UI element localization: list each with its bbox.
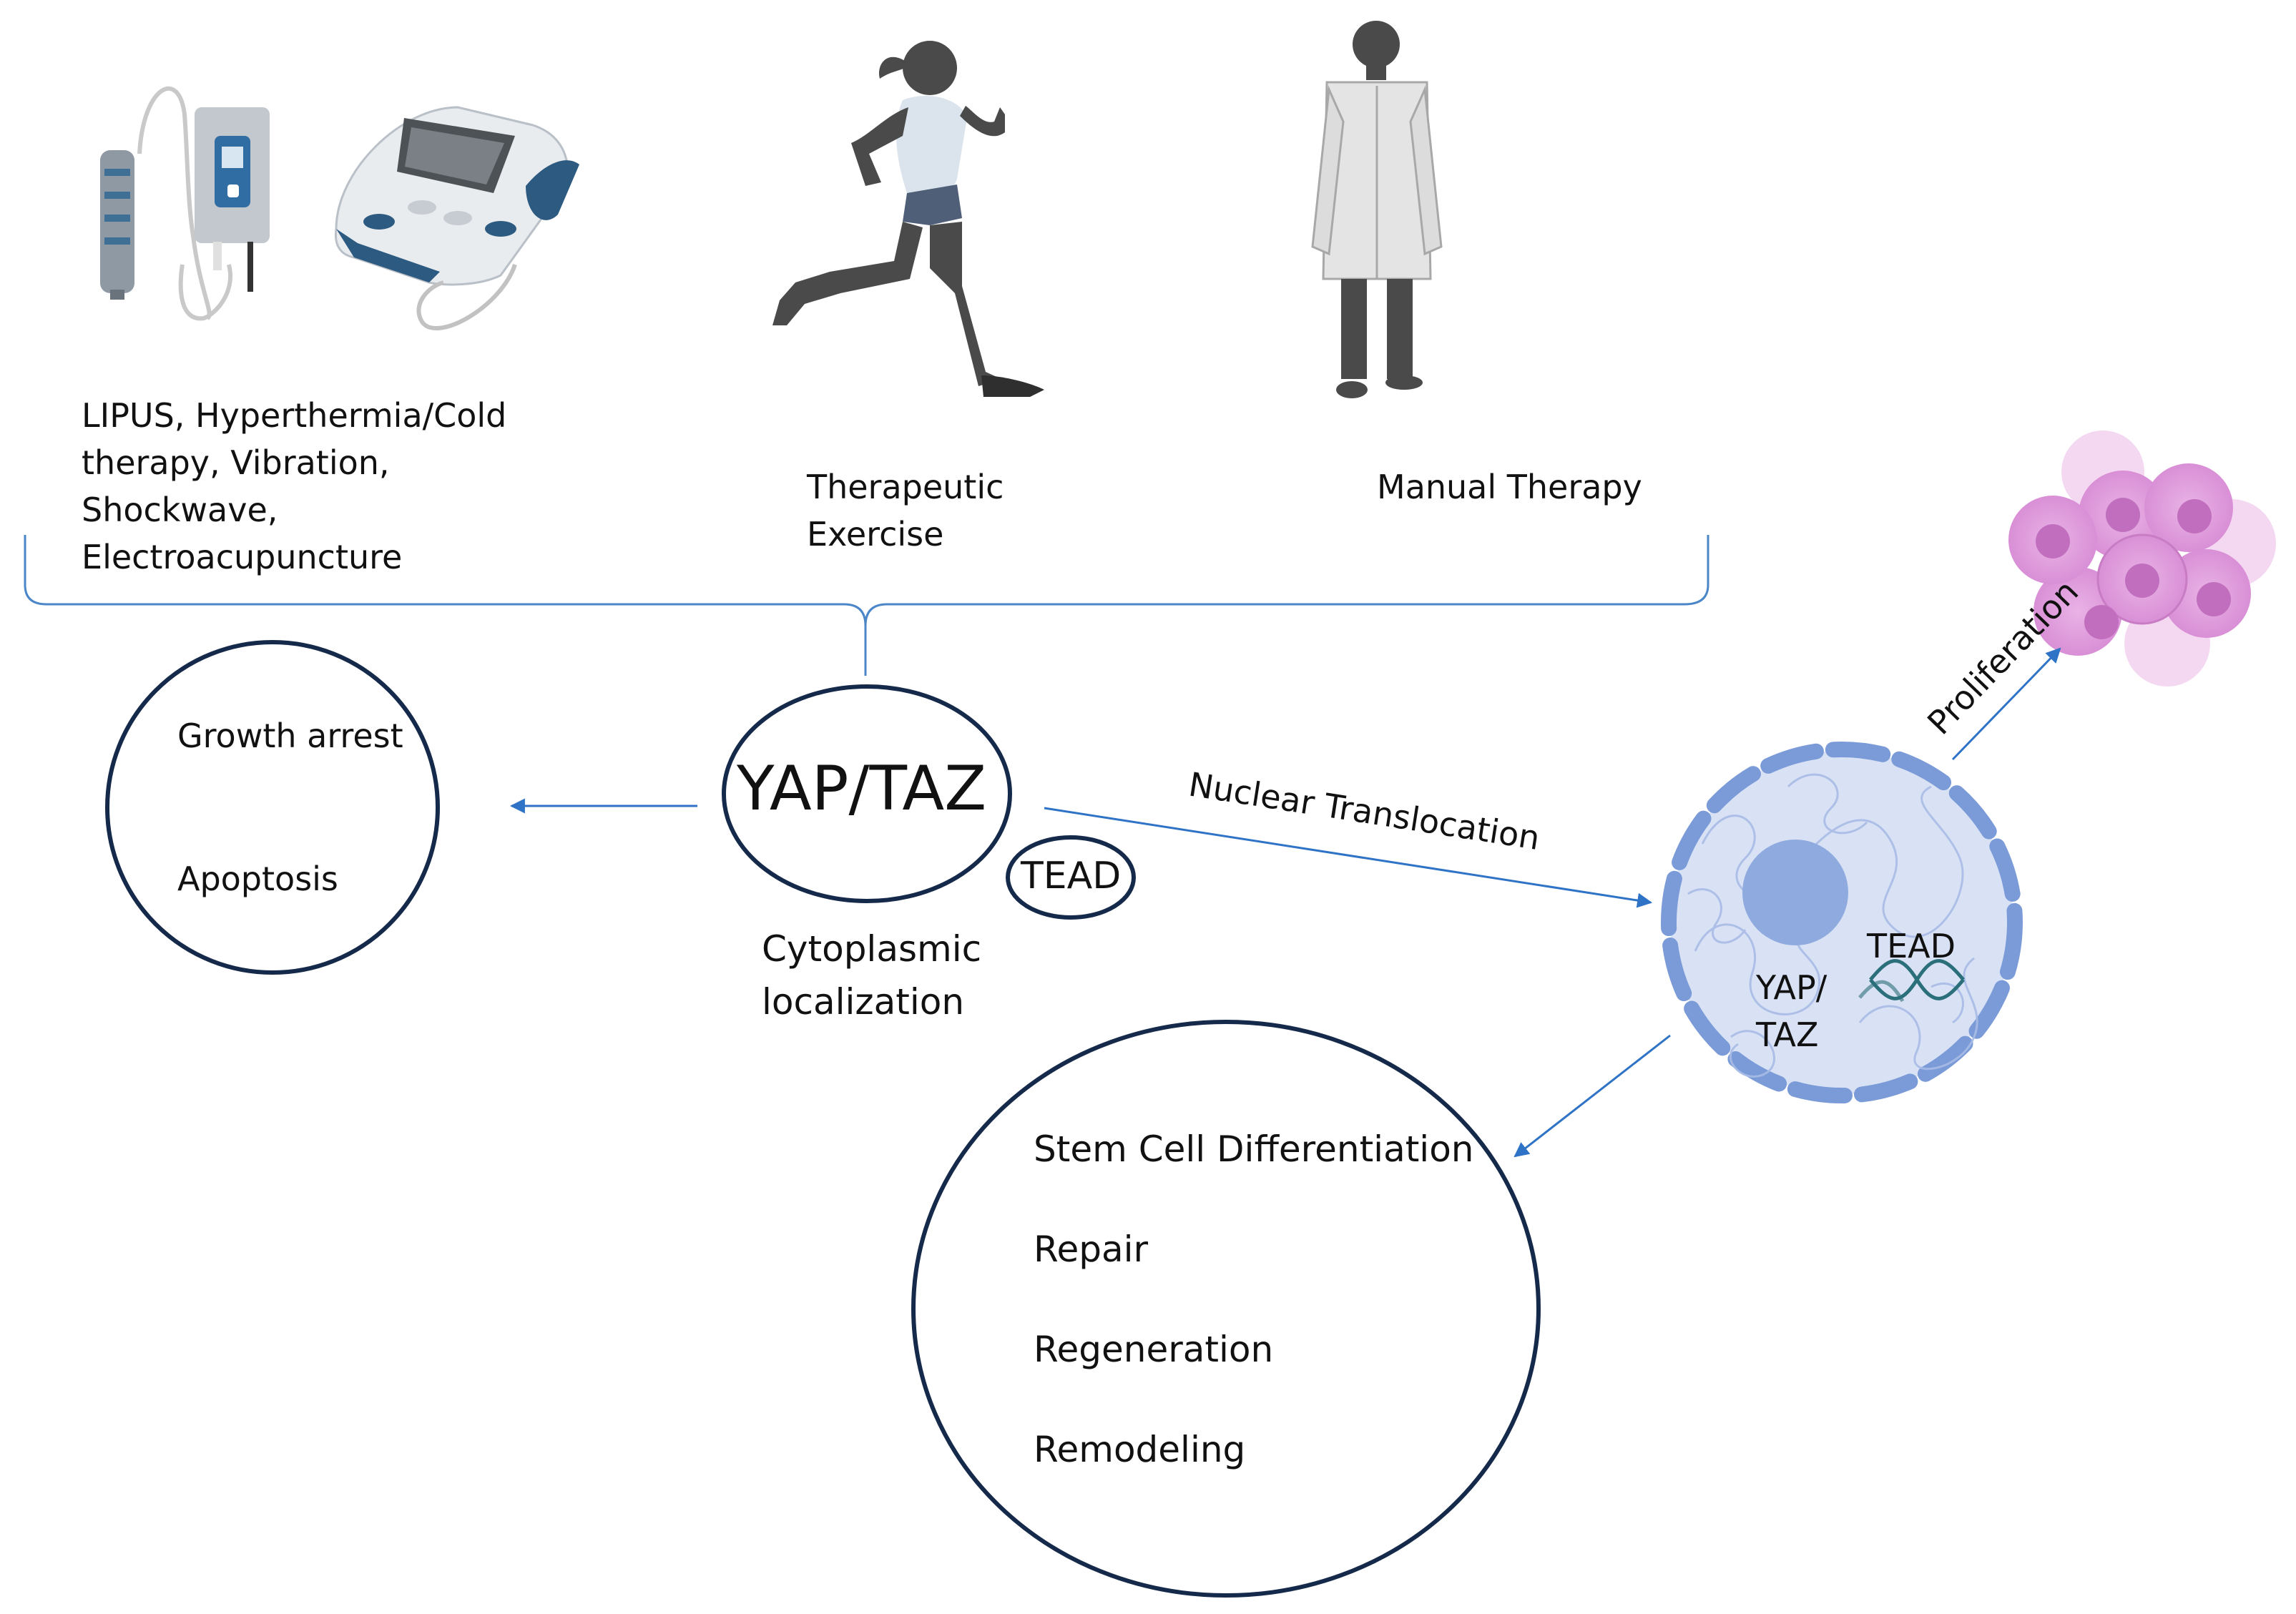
growth-arrest-label: Growth arrest: [177, 717, 403, 755]
remodeling-label: Remodeling: [1034, 1429, 1246, 1470]
nucleus-yaptaz-label: YAP/ TAZ: [1756, 968, 1828, 1054]
yaptaz-label: YAP/TAZ: [737, 753, 987, 825]
active-outcomes-arrow: [1514, 1034, 1671, 1158]
dna-icon: [1858, 959, 1965, 1003]
translocation-arrow: [1044, 807, 1653, 908]
therapy-devices-icon: [100, 86, 579, 330]
cytoplasmic-localization-label: Cytoplasmic localization: [762, 928, 982, 1023]
manual-therapy-label: Manual Therapy: [1377, 468, 1642, 506]
active-outcomes-circle: [911, 1020, 1541, 1598]
regeneration-label: Regeneration: [1034, 1329, 1274, 1370]
tead-cytoplasm-circle: [1006, 835, 1136, 920]
stem-cell-label: Stem Cell Differentiation: [1034, 1128, 1474, 1170]
runner-icon: [772, 41, 1044, 397]
modalities-bracket: [24, 535, 1709, 676]
nucleus-tead-label: TEAD: [1867, 927, 1956, 965]
translocation-label: Nuclear Translocation: [1186, 765, 1542, 858]
proliferation-label: Proliferation: [1920, 572, 2086, 742]
tead-cytoplasm-label: TEAD: [1021, 855, 1122, 897]
exercise-label: Therapeutic Exercise: [807, 468, 1004, 553]
yaptaz-cytoplasm-circle: [722, 684, 1012, 903]
repair-label: Repair: [1034, 1229, 1149, 1270]
inactive-outcomes-circle: [105, 640, 440, 975]
devices-label: LIPUS, Hyperthermia/Cold therapy, Vibrat…: [82, 396, 507, 576]
nucleus-icon: [1661, 742, 2023, 1103]
apoptosis-label: Apoptosis: [177, 860, 338, 898]
proliferating-cells-icon: [2008, 430, 2276, 687]
proliferation-arrow: [1951, 647, 2061, 761]
clinician-icon: [1311, 21, 1443, 398]
